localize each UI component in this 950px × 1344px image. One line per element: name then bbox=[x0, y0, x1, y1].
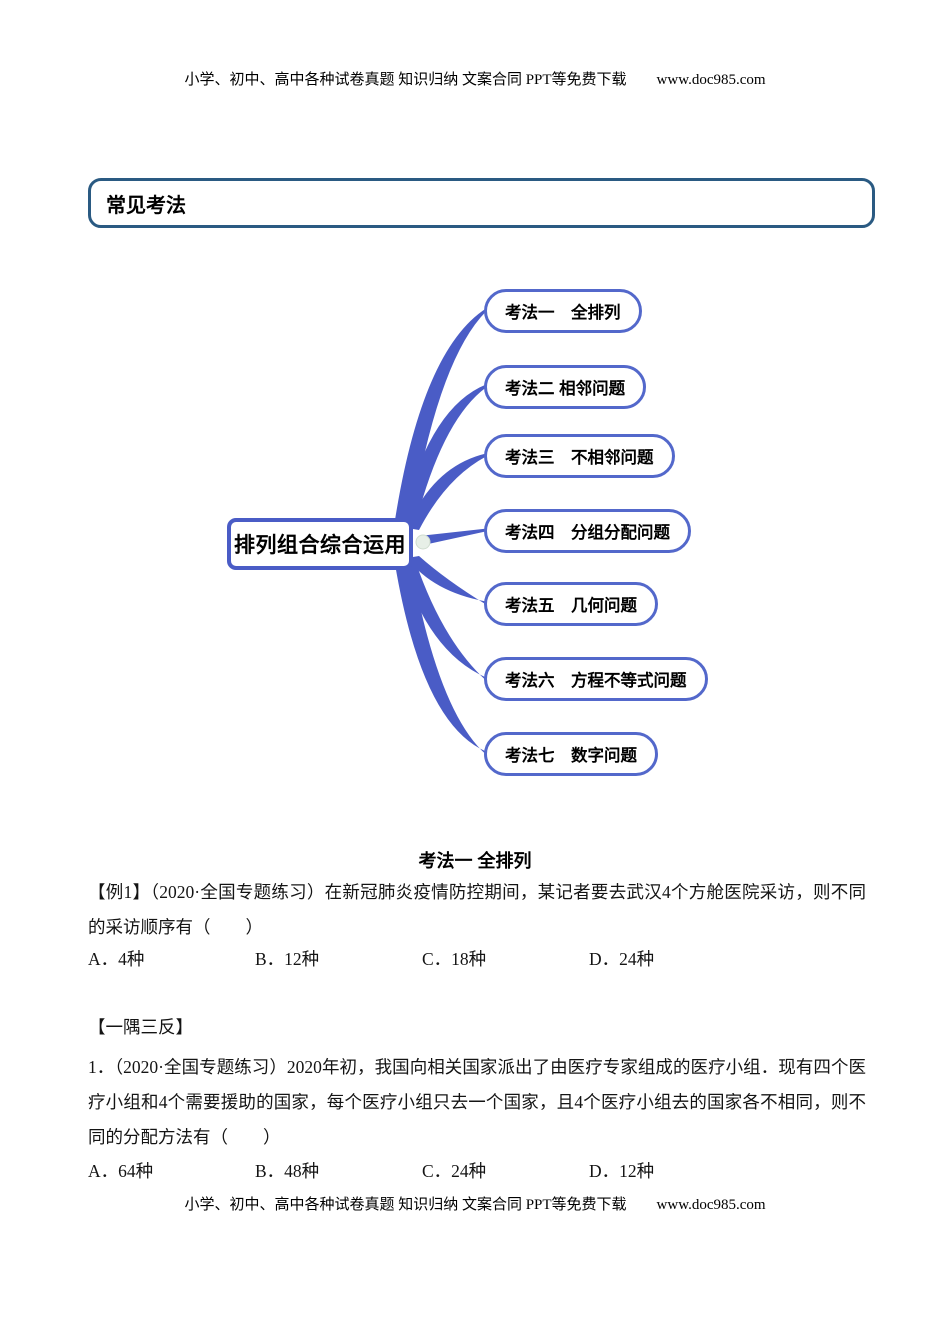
mindmap-root-node: 排列组合综合运用 bbox=[227, 518, 413, 570]
mindmap-node-7: 考法七 数字问题 bbox=[484, 732, 658, 776]
mindmap-node-1: 考法一 全排列 bbox=[484, 289, 642, 333]
option-c: C．24种 bbox=[422, 1161, 487, 1181]
example-options-row: A．4种 B．12种 C．18种 D．24种 bbox=[88, 946, 866, 971]
option-b: B．12种 bbox=[255, 949, 320, 969]
option-b: B．48种 bbox=[255, 1161, 320, 1181]
mindmap-node-4: 考法四 分组分配问题 bbox=[484, 509, 691, 553]
mindmap-node-5: 考法五 几何问题 bbox=[484, 582, 658, 626]
mindmap-node-6: 考法六 方程不等式问题 bbox=[484, 657, 708, 701]
footer-url: www.doc985.com bbox=[656, 1197, 766, 1213]
common-methods-label: 常见考法 bbox=[106, 194, 186, 217]
followup-label: 【一隅三反】 bbox=[88, 1017, 193, 1037]
option-c: C．18种 bbox=[422, 949, 487, 969]
branch-line-5 bbox=[407, 556, 486, 605]
header-note: 小学、初中、高中各种试卷真题 知识归纳 文案合同 PPT等免费下载 www.doc… bbox=[0, 68, 950, 89]
branch-line-4 bbox=[419, 528, 486, 546]
option-d: D．12种 bbox=[589, 1161, 655, 1181]
footer-note: 小学、初中、高中各种试卷真题 知识归纳 文案合同 PPT等免费下载 www.doc… bbox=[0, 1193, 950, 1214]
collapse-dot-icon bbox=[415, 534, 431, 550]
branch-line-3 bbox=[407, 453, 486, 530]
problem-1-options-row: A．64种 B．48种 C．24种 D．12种 bbox=[88, 1158, 866, 1183]
mindmap-node-2: 考法二 相邻问题 bbox=[484, 365, 647, 409]
problem-1-text: 1．（2020·全国专题练习）2020年初，我国向相关国家派出了由医疗专家组成的… bbox=[88, 1057, 866, 1147]
option-d: D．24种 bbox=[589, 949, 655, 969]
mindmap-node-3: 考法三 不相邻问题 bbox=[484, 434, 675, 478]
option-a: A．4种 bbox=[88, 949, 145, 969]
option-a: A．64种 bbox=[88, 1161, 154, 1181]
example-problem-text: 【例1】（2020·全国专题练习）在新冠肺炎疫情防控期间，某记者要去武汉4个方舱… bbox=[88, 882, 866, 937]
header-url: www.doc985.com bbox=[656, 72, 766, 88]
footer-site-text: 小学、初中、高中各种试卷真题 知识归纳 文案合同 PPT等免费下载 bbox=[184, 1197, 627, 1213]
branch-line-7 bbox=[395, 562, 486, 755]
mindmap-branches-svg bbox=[395, 308, 486, 755]
header-site-text: 小学、初中、高中各种试卷真题 知识归纳 文案合同 PPT等免费下载 bbox=[184, 72, 627, 88]
branch-line-2 bbox=[401, 384, 486, 526]
common-methods-box: 常见考法 bbox=[88, 178, 875, 228]
section-heading: 考法一 全排列 bbox=[418, 851, 532, 871]
branch-line-6 bbox=[401, 560, 486, 681]
mindmap-diagram: 排列组合综合运用 考法一 全排列 考法二 相邻问题 考法三 不相邻问题 考法四 … bbox=[225, 280, 725, 810]
